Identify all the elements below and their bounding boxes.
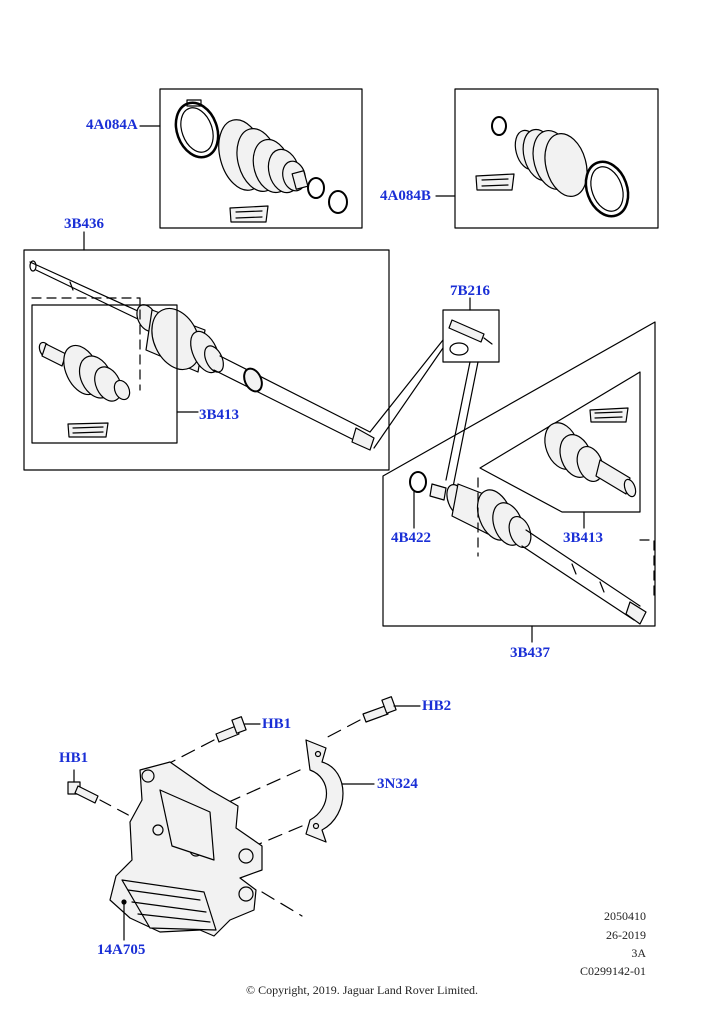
- cv-joint-right: [429, 483, 532, 549]
- bolt-hb1-upper: [215, 716, 247, 743]
- boot-kit-b-frame: [454, 88, 659, 229]
- boot-kit-a-frame: [159, 88, 363, 229]
- callout-HB1-upper[interactable]: HB1: [262, 716, 292, 732]
- bolt-hb2: [362, 696, 397, 723]
- callout-HB1-left[interactable]: HB1: [59, 750, 89, 766]
- boot-b: [514, 128, 588, 197]
- illustration-ref-1: 2050410: [604, 909, 646, 923]
- boot-kit-a-group: [139, 88, 363, 229]
- joint-left-subframe: [31, 304, 178, 444]
- boot-joint-right: [544, 422, 637, 498]
- callout-3B413-left[interactable]: 3B413: [199, 407, 240, 423]
- callout-4B422[interactable]: 4B422: [391, 530, 432, 546]
- illustration-ref-3: 3A: [631, 946, 646, 960]
- callout-3N324[interactable]: 3N324: [377, 776, 418, 792]
- callout-7B216[interactable]: 7B216: [450, 283, 491, 299]
- grease-tube: [448, 319, 485, 343]
- callout-HB2[interactable]: HB2: [422, 698, 452, 714]
- boot-joint-left: [38, 341, 131, 402]
- bolt-hb1-left: [67, 781, 99, 804]
- o-ring: [449, 342, 469, 356]
- grease-sachet-b: [475, 173, 515, 191]
- callout-3B436[interactable]: 3B436: [64, 216, 105, 232]
- boot-kit-b-group: [435, 88, 659, 229]
- circlip-right: [409, 471, 427, 493]
- grease-kit-group: [369, 297, 500, 493]
- bracket-assembly-group: [67, 696, 421, 941]
- small-clamp-b: [491, 116, 507, 136]
- callout-4A084B[interactable]: 4A084B: [380, 188, 431, 204]
- support-bracket: [109, 761, 263, 937]
- shaft-right-frame: [382, 321, 656, 627]
- bracket-strap: [305, 739, 344, 843]
- callout-3B437[interactable]: 3B437: [510, 645, 551, 661]
- large-clamp-b: [584, 160, 630, 218]
- copyright-notice: © Copyright, 2019. Jaguar Land Rover Lim…: [245, 983, 479, 997]
- illustration-ref-2: 26-2019: [606, 928, 646, 942]
- shaft-left-frame: [23, 249, 390, 471]
- callout-3B413-right[interactable]: 3B413: [563, 530, 604, 546]
- grease-sachet-a: [229, 205, 269, 223]
- joint-right-subframe: [479, 371, 641, 513]
- grease-sachet-right: [589, 407, 629, 423]
- illustration-ref-4: C0299142-01: [580, 964, 646, 978]
- grease-sachet-left: [67, 422, 109, 438]
- boot-a: [218, 119, 309, 194]
- shaft-left-group: [23, 231, 390, 471]
- large-clamp: [174, 101, 220, 159]
- callout-14A705[interactable]: 14A705: [97, 942, 146, 958]
- damper-ring: [243, 367, 263, 393]
- circlip-a: [328, 190, 348, 214]
- small-clamp: [307, 177, 325, 199]
- callout-4A084A[interactable]: 4A084A: [86, 117, 138, 133]
- grease-kit-frame: [442, 309, 500, 363]
- splined-end-left: [351, 427, 375, 451]
- cv-joint-left: [136, 304, 224, 374]
- shaft-right-group: [382, 321, 656, 643]
